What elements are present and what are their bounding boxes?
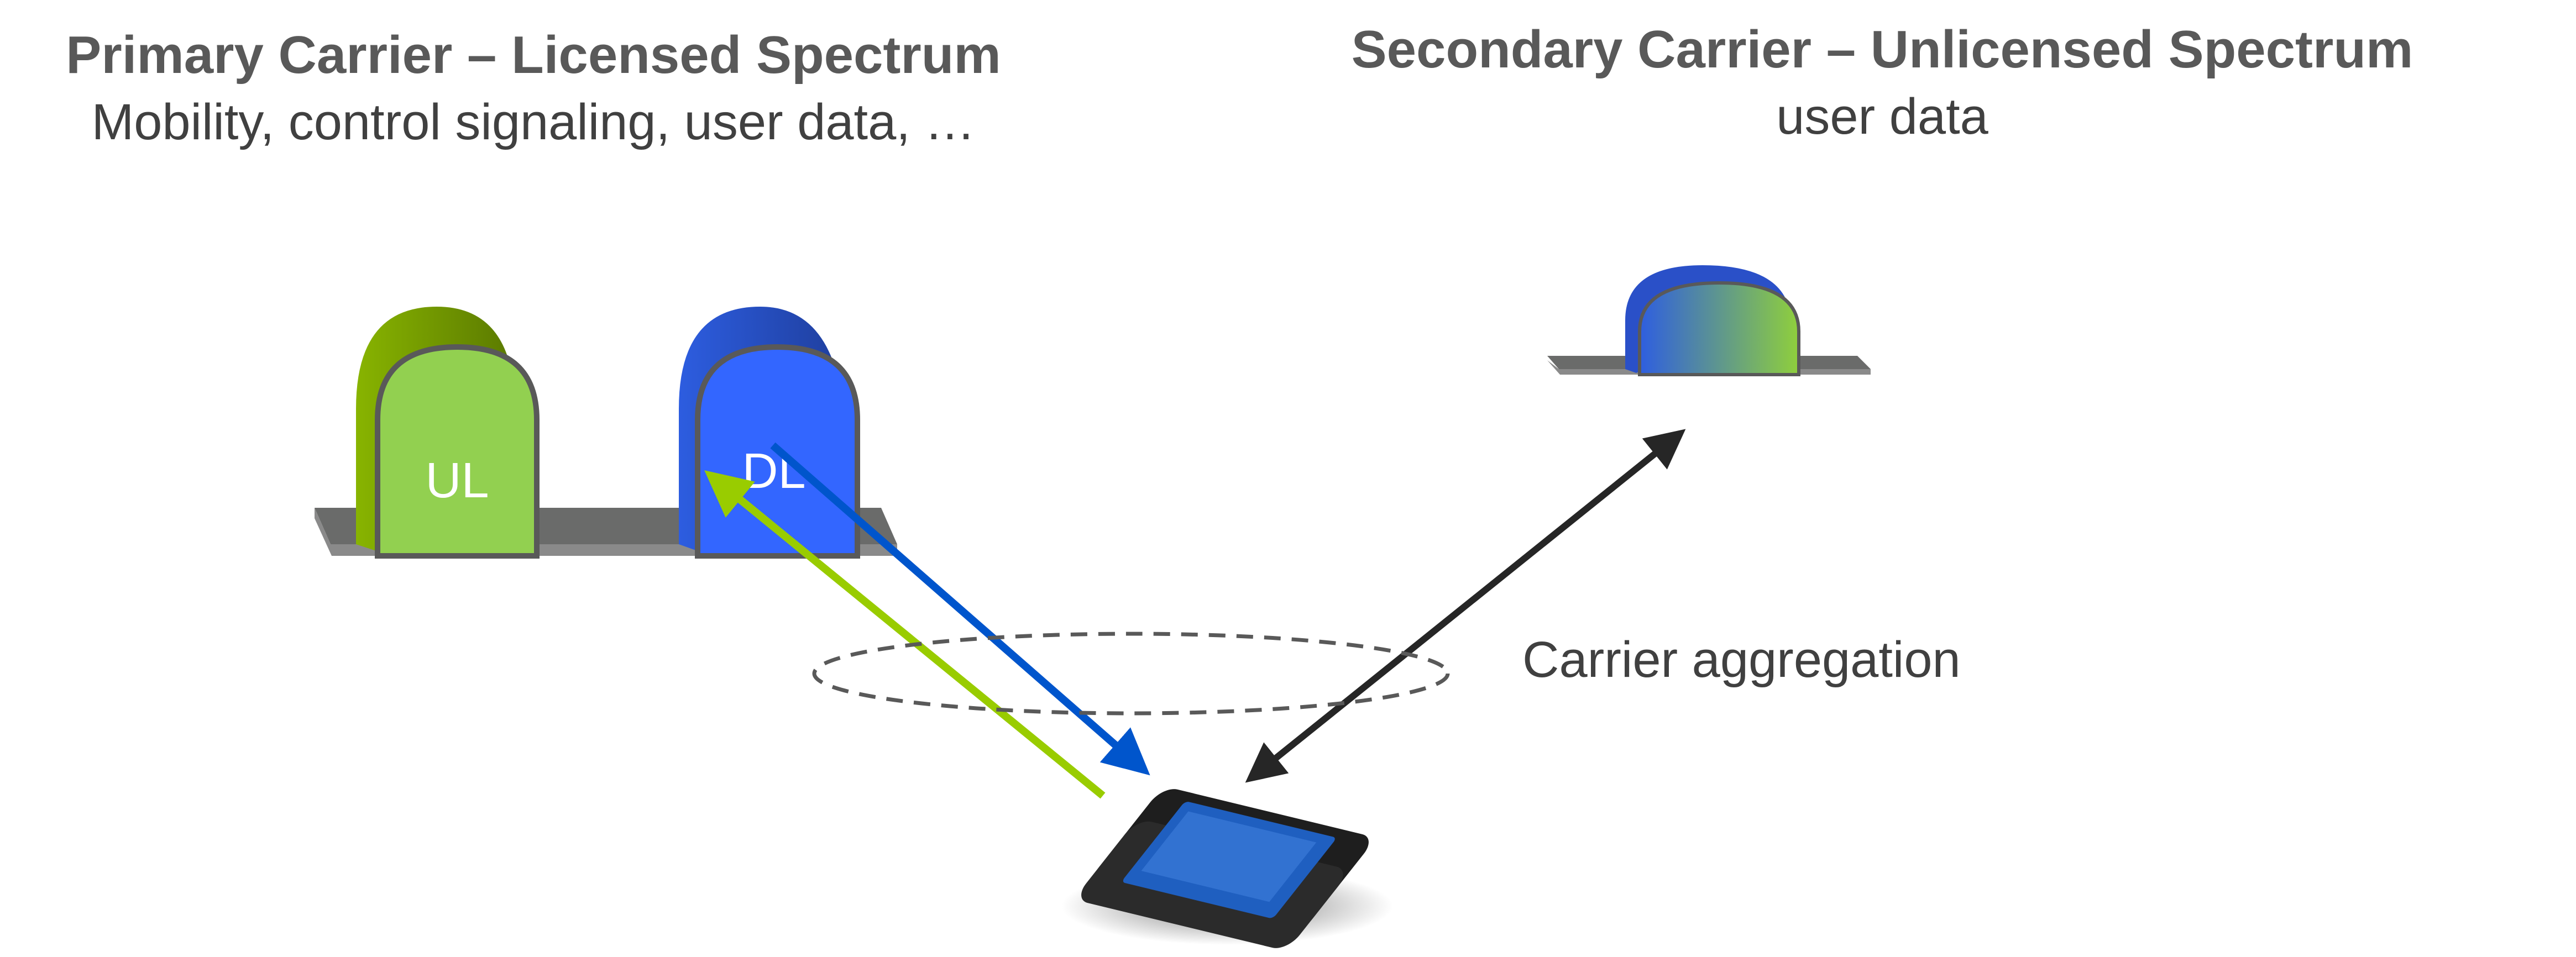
ul-channel: UL [356,307,540,559]
secondary-link-arrow [1245,429,1686,783]
dl-label: DL [742,444,805,499]
secondary-carrier-title: Secondary Carrier – Unlicensed Spectrum [1352,20,2413,79]
secondary-carrier-subtitle: user data [1776,88,1988,145]
carrier-aggregation-label: Carrier aggregation [1522,632,1961,688]
primary-band: UL DL [315,307,897,559]
ul-label: UL [425,453,489,508]
phone-icon [1061,789,1393,948]
uplink-arrow [704,470,1106,799]
secondary-band [1547,265,1871,376]
downlink-arrow [770,442,1150,776]
primary-carrier-title: Primary Carrier – Licensed Spectrum [66,25,1001,85]
primary-carrier-subtitle: Mobility, control signaling, user data, … [92,94,976,150]
aggregation-ellipse [812,632,1450,716]
